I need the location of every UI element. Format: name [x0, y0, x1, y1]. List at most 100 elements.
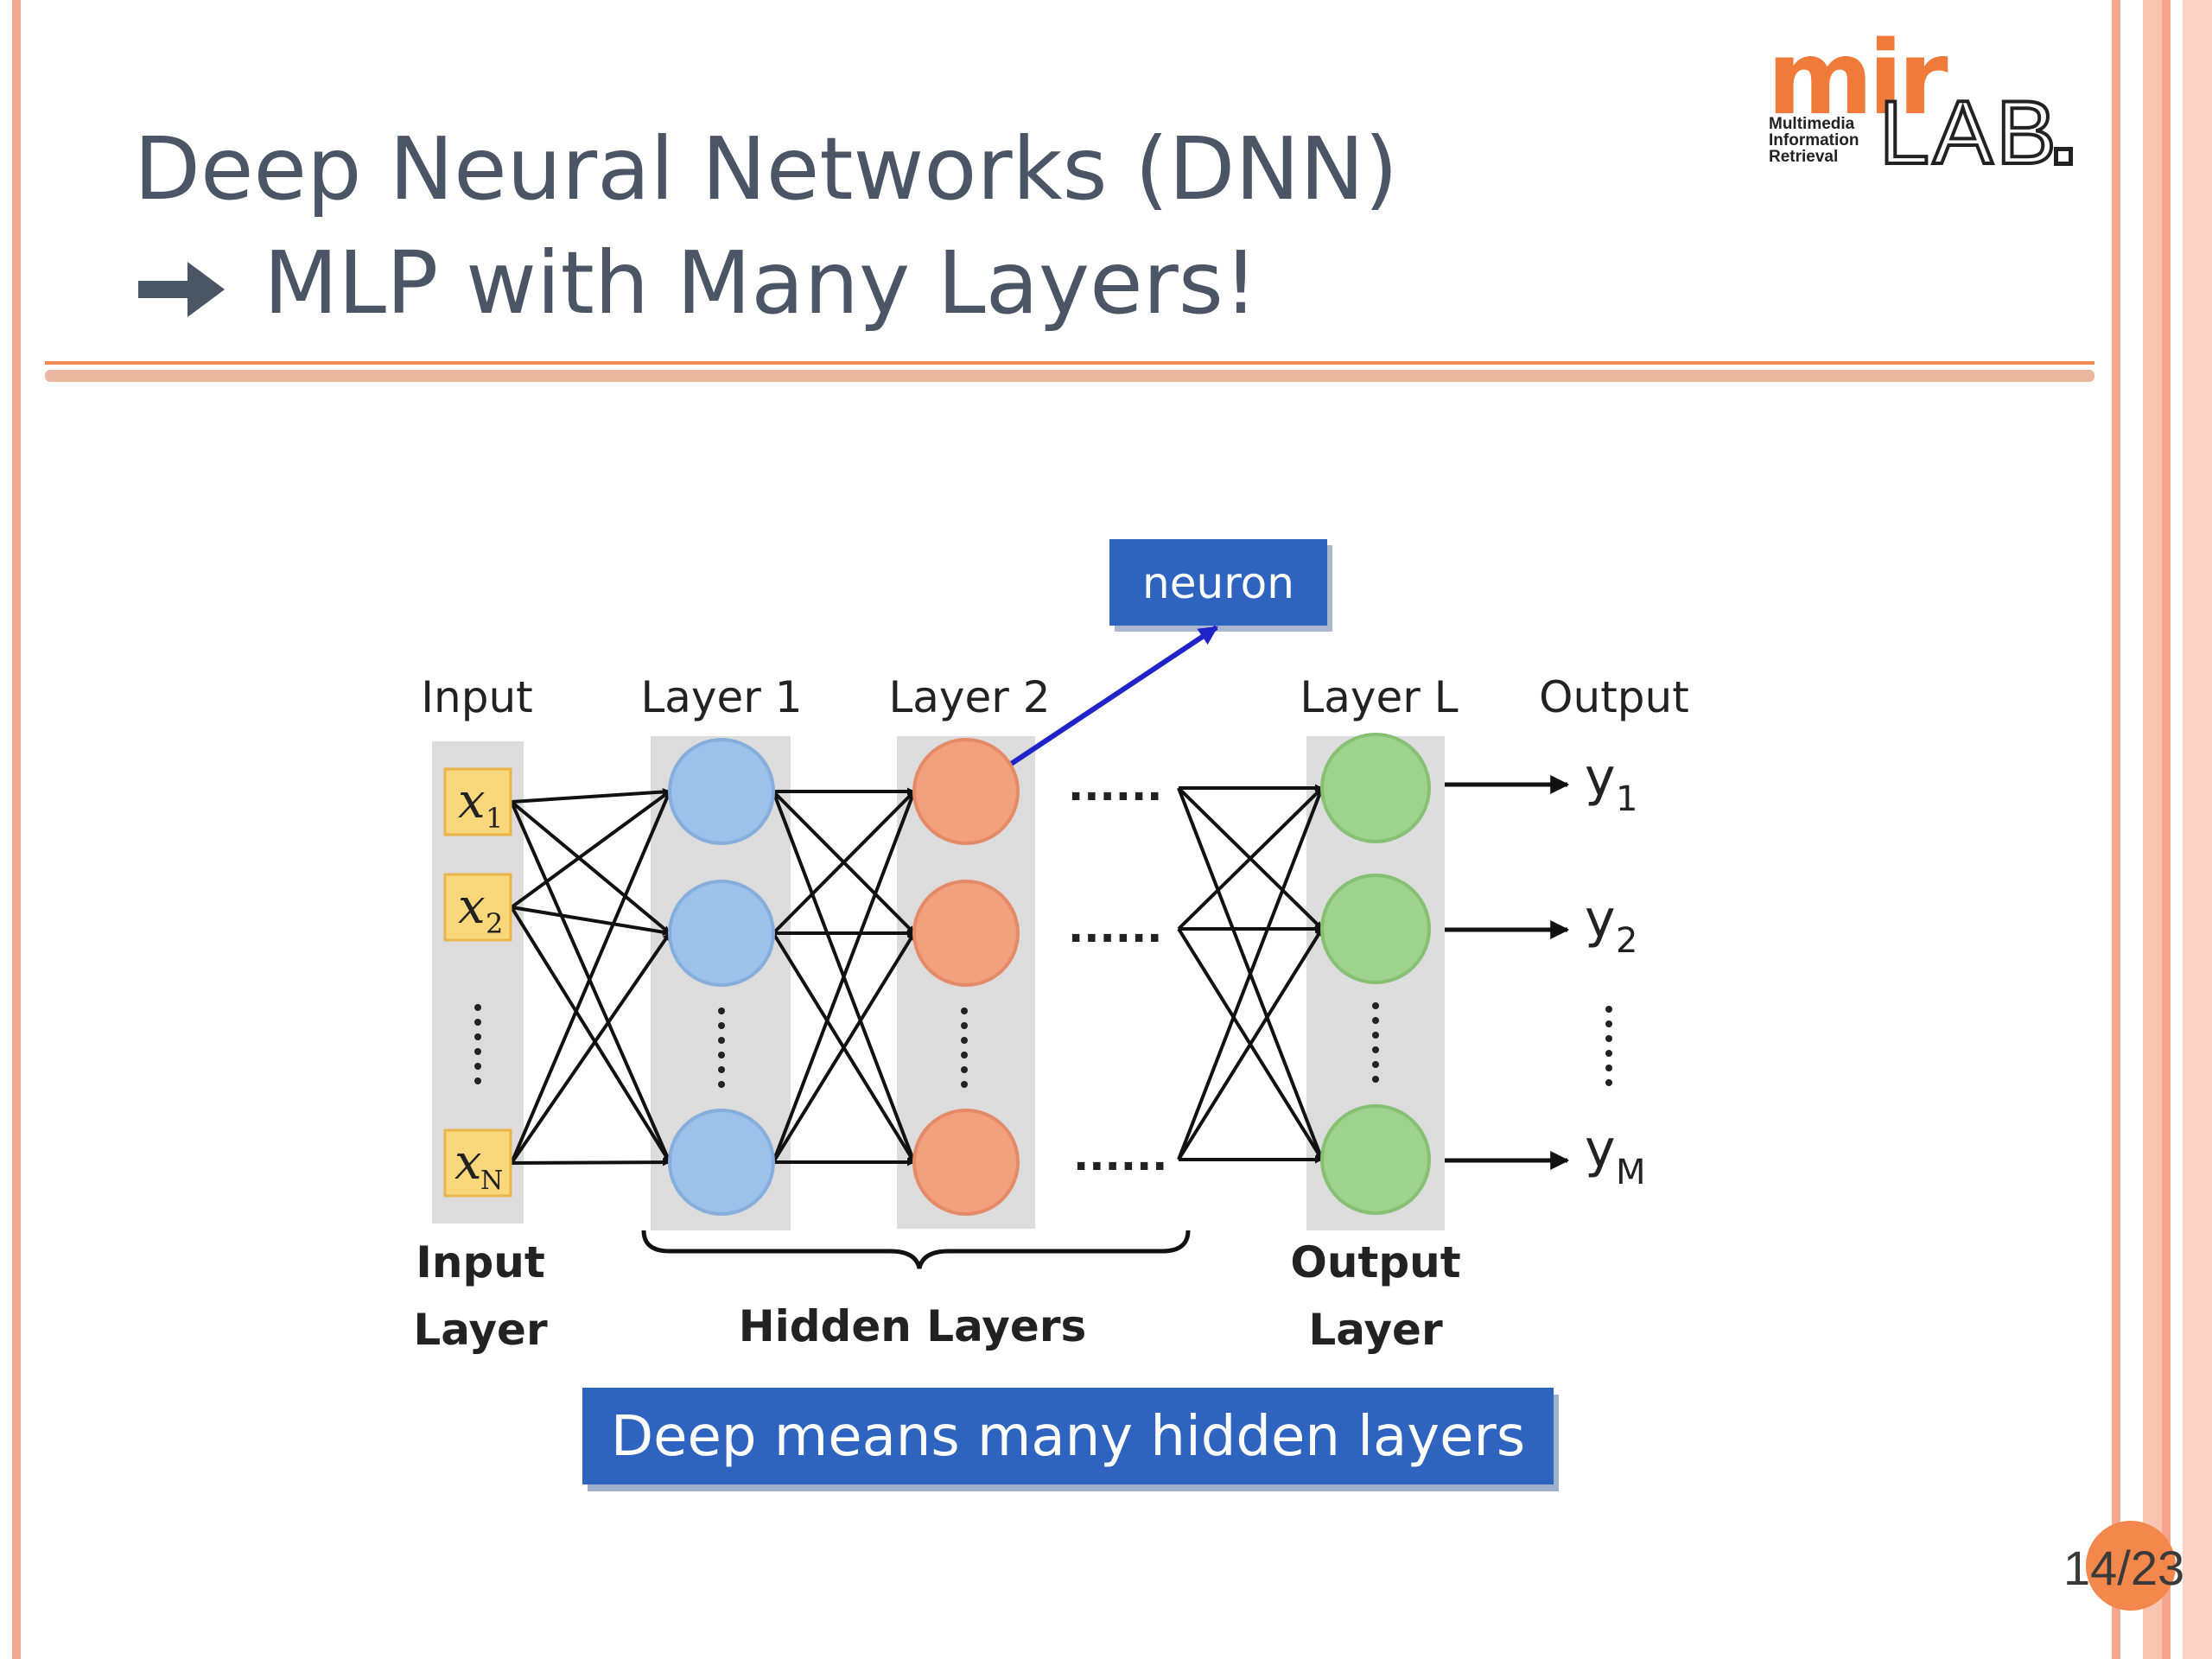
ellipsis-dot — [1605, 1020, 1612, 1027]
output-neuron — [1320, 733, 1431, 843]
input-node — [443, 767, 512, 836]
connection-edge — [510, 931, 671, 1165]
connection-edge — [510, 791, 671, 1164]
page-number-badge — [2086, 1521, 2176, 1611]
logo-dot — [2054, 147, 2073, 166]
ellipsis-dot — [1372, 1046, 1379, 1053]
ellipsis-dot — [474, 1019, 481, 1026]
right-border — [2107, 0, 2212, 1659]
connection-edge — [772, 791, 916, 1163]
ellipsis-dot — [1605, 1035, 1612, 1042]
layer1-neuron — [668, 738, 775, 845]
ellipsis-dot — [718, 1066, 725, 1073]
header-layer1: Layer 1 — [640, 672, 802, 722]
ellipsis: ...... — [1068, 904, 1162, 952]
heavy-right-arrow-icon — [138, 261, 225, 317]
title-divider-shadow — [45, 370, 2094, 382]
output-layer-label-1: Output — [1290, 1237, 1460, 1287]
output-nodes — [1320, 733, 1431, 1215]
neuron-callout-label: neuron — [1142, 558, 1294, 608]
layer2-neuron — [912, 1109, 1020, 1216]
input-subscript: 2 — [486, 907, 503, 940]
ellipsis-dot — [718, 1022, 725, 1029]
connection-edge — [1177, 787, 1324, 1160]
output-arrows — [1445, 775, 1570, 1170]
output-neuron — [1320, 1104, 1431, 1215]
input-subscript: N — [480, 1166, 503, 1196]
ellipsis-dot — [961, 1007, 968, 1014]
input-label: x — [458, 773, 486, 830]
connection-edge — [1177, 927, 1324, 1161]
ellipsis-dot — [961, 1022, 968, 1029]
connection-edge — [510, 790, 671, 909]
hidden-layers-label: Hidden Layers — [739, 1301, 1086, 1351]
ellipsis-dot — [961, 1052, 968, 1058]
logo-subtitle: Multimedia Information Retrieval — [1769, 115, 1859, 166]
input-layer-label-2: Layer — [413, 1305, 548, 1355]
ellipsis-dot — [474, 1004, 481, 1011]
ellipsis-dot — [718, 1007, 725, 1014]
title-line-2: MLP with Many Layers! — [134, 226, 1398, 340]
output-subscript: 1 — [1616, 779, 1637, 819]
page-number: 14/23 — [2063, 1541, 2185, 1595]
input-nodes: x 1 x 2 x N — [443, 767, 512, 1198]
header-layerL: Layer L — [1300, 672, 1458, 722]
ellipsis: ...... — [1068, 762, 1162, 810]
layer1-neuron — [668, 880, 775, 987]
mirlab-logo: mir Multimedia Information Retrieval LAB — [1767, 26, 2078, 183]
column-headers: Input Layer 1 Layer 2 Layer L Output — [421, 672, 1689, 722]
connection-edge — [510, 801, 671, 1163]
layer1-nodes — [668, 738, 775, 1216]
output-subscript: 2 — [1616, 921, 1637, 961]
output-labels: y 1 y 2 y M — [1585, 747, 1646, 1192]
layer1-neuron — [668, 1109, 775, 1216]
connection-edge — [511, 906, 671, 937]
neuron-callout — [1109, 539, 1327, 626]
ellipsis-dot — [1372, 1061, 1379, 1068]
ellipsis-dot — [474, 1048, 481, 1055]
deep-banner-text: Deep means many hidden layers — [611, 1405, 1525, 1469]
title-divider — [45, 361, 2094, 365]
ellipsis-dot — [718, 1037, 725, 1044]
connection-edge — [772, 790, 916, 935]
ellipsis-dot — [1605, 1079, 1612, 1086]
input-label: x — [454, 1135, 482, 1191]
output-label: y — [1585, 1119, 1616, 1179]
ellipsis-dot — [474, 1033, 481, 1040]
logo-lab: LAB — [1878, 83, 2060, 183]
ellipsis: ...... — [1073, 1132, 1167, 1180]
input-subscript: 1 — [486, 802, 503, 835]
output-subscript: M — [1616, 1153, 1646, 1192]
left-border — [0, 0, 26, 1659]
logo-mark: mir — [1767, 18, 1948, 137]
ellipsis-dot — [1605, 1006, 1612, 1013]
layer2-neuron — [912, 880, 1020, 987]
ellipsis-dot — [961, 1037, 968, 1044]
vertical-ellipsis-dots — [474, 1002, 1612, 1088]
slide-title: Deep Neural Networks (DNN) MLP with Many… — [134, 112, 1398, 340]
ellipsis-dot — [718, 1081, 725, 1088]
ellipsis-dot — [961, 1081, 968, 1088]
connection-edge — [772, 931, 916, 1164]
ellipsis-dot — [1372, 1032, 1379, 1039]
hidden-layers-brace — [641, 1230, 1191, 1269]
connections — [510, 784, 1324, 1166]
connection-edge — [511, 788, 671, 804]
layer2-neuron — [912, 738, 1020, 845]
input-node — [443, 873, 512, 942]
deep-banner — [582, 1388, 1554, 1484]
connection-edge — [510, 906, 671, 1164]
ellipsis-dot — [718, 1052, 725, 1058]
ellipsis-dot — [1605, 1050, 1612, 1057]
ellipsis-dot — [1372, 1017, 1379, 1024]
layer2-nodes — [912, 738, 1020, 1216]
connection-edge — [1177, 786, 1324, 931]
bottom-labels: Input Layer Hidden Layers Output Layer — [413, 1237, 1460, 1355]
connection-edge — [510, 800, 671, 935]
output-layer-label-2: Layer — [1308, 1305, 1443, 1355]
ellipsis-dot — [474, 1077, 481, 1084]
output-label: y — [1585, 747, 1616, 808]
input-label: x — [458, 879, 486, 935]
input-layer-label-1: Input — [416, 1237, 545, 1287]
